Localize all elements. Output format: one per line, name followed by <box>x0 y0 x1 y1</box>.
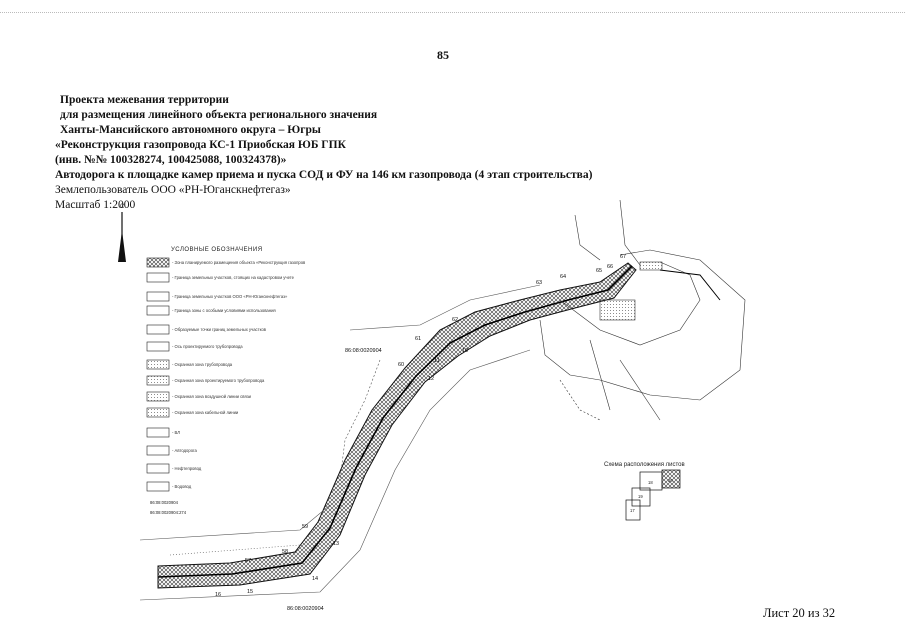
facility-area <box>539 199 746 421</box>
point-label: 16 <box>215 592 221 598</box>
cadastral-annotations: 86:08:0020904 86:08:0020904 86:08:002090… <box>150 348 382 612</box>
cadastral-label-2: 86:08:0020904 <box>287 606 324 612</box>
point-labels: 61 62 63 64 65 66 67 60 59 58 57 10 11 12 13 14 15 16 <box>215 254 626 598</box>
point-label: 59 <box>302 524 308 530</box>
header-line-4: «Реконструкция газопровода КС-1 Приобска… <box>55 139 346 151</box>
sheet-num-20: 20 <box>668 478 673 483</box>
sheet-num-19: 19 <box>638 494 643 499</box>
point-label: 67 <box>620 254 626 260</box>
header-line-6: Автодорога к площадке камер приема и пус… <box>55 169 593 181</box>
point-label: 61 <box>415 336 421 342</box>
cadastral-label-3: 86:08:0020904 <box>150 500 179 505</box>
legend: УСЛОВНЫЕ ОБОЗНАЧЕНИЯ - Зона планируемого… <box>146 247 306 492</box>
cadastral-label-1: 86:08:0020904 <box>345 348 382 354</box>
sheet-box-20 <box>661 469 681 489</box>
scale-label: Масштаб 1:2000 <box>55 199 136 211</box>
header-line-1: Проекта межевания территории <box>60 94 229 106</box>
legend-item-label: - Зона планируемого размещения объекта «… <box>172 260 306 265</box>
point-label: 65 <box>596 268 602 274</box>
sheet-box-17 <box>625 499 641 521</box>
north-arrow-icon: С <box>118 204 126 262</box>
legend-title: УСЛОВНЫЕ ОБОЗНАЧЕНИЯ <box>171 247 263 253</box>
point-label: 62 <box>452 317 458 323</box>
legend-swatch <box>146 359 170 370</box>
legend-item-label: - Охранная зона кабельной линии <box>172 410 239 415</box>
legend-item-label: - Граница земельных участков ООО «РН-Юга… <box>172 294 288 299</box>
point-label: 57 <box>245 558 251 564</box>
legend-swatch <box>146 391 170 402</box>
legend-item-label: - Образуемые точки границ земельных учас… <box>172 327 267 332</box>
legend-swatch <box>146 463 170 474</box>
legend-item-label: - Охранная зона трубопровода <box>172 362 233 367</box>
point-label: 63 <box>536 280 542 286</box>
point-label: 10 <box>462 348 468 354</box>
north-label: С <box>120 204 125 210</box>
legend-item-label: - Охранная зона воздушной линии связи <box>172 394 252 399</box>
legend-item-label: - Автодорога <box>172 448 197 453</box>
header-line-2: для размещения линейного объекта региона… <box>60 109 378 121</box>
scheme-label: Схема расположения листов <box>604 462 685 468</box>
header-line-5: (инв. №№ 100328274, 100425088, 100324378… <box>55 154 287 166</box>
sheet-box-19 <box>631 487 651 507</box>
point-label: 64 <box>560 274 566 280</box>
legend-item-label: - Ось проектируемого трубопровода <box>172 344 243 349</box>
sheet-counter: Лист 20 из 32 <box>763 606 836 620</box>
legend-swatch <box>146 291 170 302</box>
legend-item-label: - Охранная зона проектируемого трубопров… <box>172 378 265 383</box>
point-label: 11 <box>434 358 440 364</box>
boundary-lines <box>139 284 541 601</box>
legend-swatch <box>146 445 170 456</box>
legend-swatch <box>146 341 170 352</box>
legend-item-label: - Нефтепровод <box>172 466 202 471</box>
legend-swatch <box>146 324 170 335</box>
sheet-num-17: 17 <box>630 508 635 513</box>
legend-item-label: - Водовод <box>172 484 192 489</box>
legend-swatch <box>146 427 170 438</box>
point-label: 60 <box>398 362 404 368</box>
legend-swatch <box>146 305 170 316</box>
point-label: 12 <box>428 376 434 382</box>
sheet-num-18: 18 <box>648 480 653 485</box>
cadastral-label-4: 86:08:0020904:274 <box>150 510 187 515</box>
legend-swatch <box>146 272 170 283</box>
legend-item-label: - ВЛ <box>172 430 180 435</box>
header-line-3: Ханты-Мансийского автономного округа – Ю… <box>60 124 321 136</box>
header-line-7: Землепользователь ООО «РН-Юганскнефтегаз… <box>55 184 291 196</box>
legend-swatch <box>146 375 170 386</box>
legend-swatch <box>146 257 170 268</box>
legend-item-label: - Граница земельных участков, стоящих на… <box>172 275 295 280</box>
sheet-scheme: Схема расположения листов 18 19 20 17 <box>604 462 685 521</box>
legend-item-label: - Граница зоны с особыми условиями испол… <box>172 308 276 313</box>
corridor <box>157 262 637 589</box>
point-label: 13 <box>333 541 339 547</box>
point-label: 58 <box>282 549 288 555</box>
scan-noise <box>0 12 905 17</box>
document-header: Проекта межевания территории для размеще… <box>55 93 592 213</box>
point-label: 14 <box>312 576 318 582</box>
point-label: 15 <box>247 589 253 595</box>
point-label: 66 <box>607 264 613 270</box>
legend-swatch <box>146 481 170 492</box>
legend-swatch <box>146 407 170 418</box>
page-number: 85 <box>437 48 449 62</box>
